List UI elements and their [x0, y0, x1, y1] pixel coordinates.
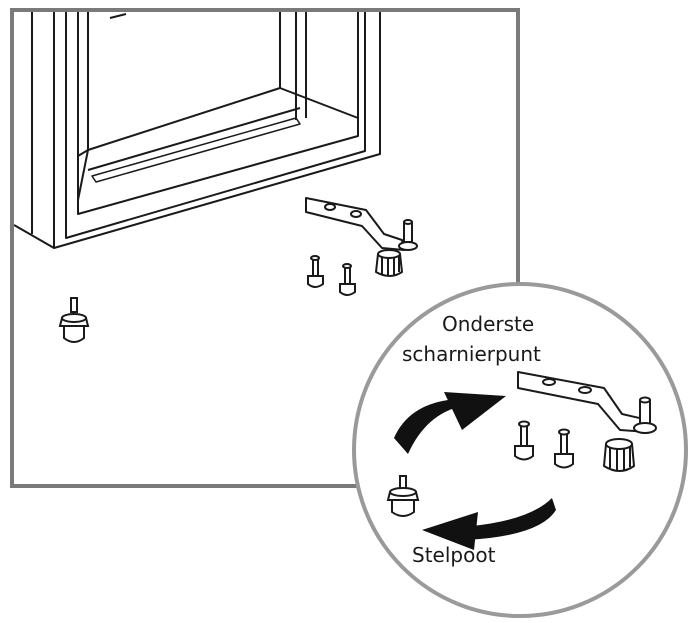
hinge-bracket-icon — [305, 197, 418, 277]
screw-icon — [339, 263, 356, 296]
panel-frame — [10, 8, 520, 488]
arrow-right-icon — [394, 392, 506, 454]
hinge-label-line-1: Onderste — [442, 312, 534, 336]
screw-icon — [307, 255, 324, 288]
hinge-bracket-icon — [517, 371, 657, 472]
cabinet-bottom — [14, 12, 381, 249]
screw-icon — [514, 420, 534, 461]
foot-label: Stelpoot — [412, 543, 496, 567]
foot-icon — [58, 297, 90, 343]
foot-icon — [386, 475, 420, 517]
arrow-left-icon — [422, 498, 556, 550]
hinge-label-line-2: scharnierpunt — [402, 342, 541, 366]
screw-icon — [554, 428, 574, 469]
